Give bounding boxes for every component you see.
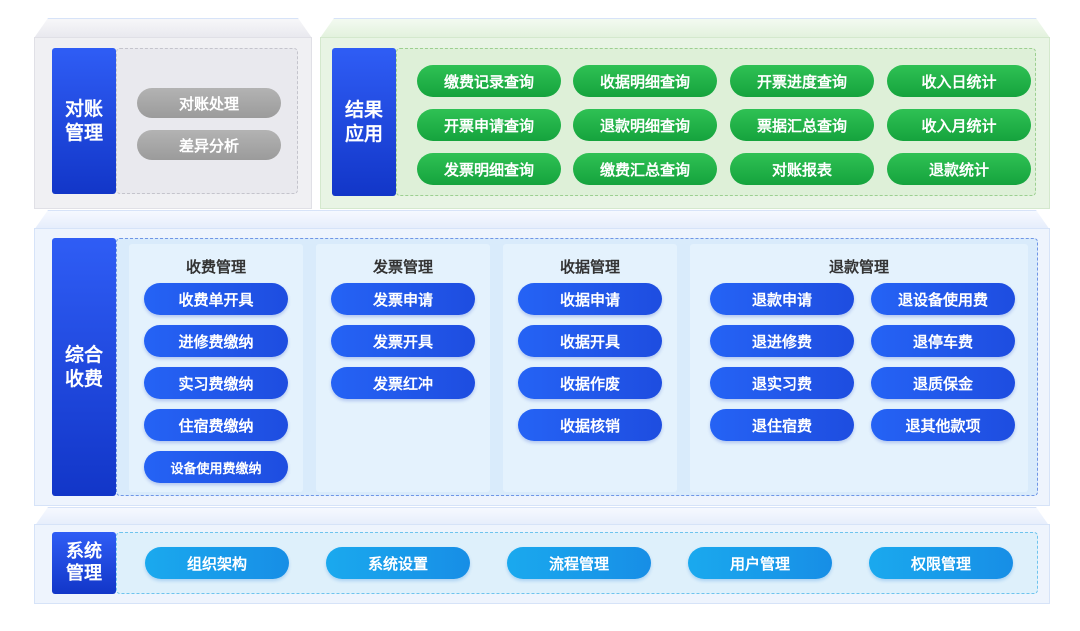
invoice-item-apply[interactable]: 发票申请 <box>331 283 475 315</box>
invoice-item-red-reverse[interactable]: 发票红冲 <box>331 367 475 399</box>
receipt-item-apply[interactable]: 收据申请 <box>518 283 662 315</box>
invoice-item-issue[interactable]: 发票开具 <box>331 325 475 357</box>
results-item-invoice-detail[interactable]: 发票明细查询 <box>417 153 561 185</box>
results-item-payment-records[interactable]: 缴费记录查询 <box>417 65 561 97</box>
fee-item-lodging-fee[interactable]: 住宿费缴纳 <box>144 409 288 441</box>
system-label: 系统 管理 <box>52 532 116 594</box>
reconciliation-label: 对账 管理 <box>52 48 116 194</box>
results-item-payment-summary[interactable]: 缴费汇总查询 <box>573 153 717 185</box>
fee-item-equipment-fee[interactable]: 设备使用费缴纳 <box>144 451 288 483</box>
receipt-item-void[interactable]: 收据作废 <box>518 367 662 399</box>
results-label: 结果 应用 <box>332 48 396 196</box>
results-item-reconciliation-report[interactable]: 对账报表 <box>730 153 874 185</box>
reconciliation-dashed-frame <box>116 48 298 194</box>
receipt-item-issue[interactable]: 收据开具 <box>518 325 662 357</box>
refund-item-lodging-fee[interactable]: 退住宿费 <box>710 409 854 441</box>
system-item-permissions[interactable]: 权限管理 <box>869 547 1013 579</box>
results-panel-cap <box>320 18 1050 38</box>
refund-item-other[interactable]: 退其他款项 <box>871 409 1015 441</box>
results-item-invoice-progress[interactable]: 开票进度查询 <box>730 65 874 97</box>
results-item-daily-income[interactable]: 收入日统计 <box>887 65 1031 97</box>
refund-item-apply[interactable]: 退款申请 <box>710 283 854 315</box>
comprehensive-label: 综合 收费 <box>52 238 116 496</box>
reconciliation-panel-cap <box>34 18 312 38</box>
comprehensive-panel-cap <box>34 210 1050 230</box>
fee-item-training-fee[interactable]: 进修费缴纳 <box>144 325 288 357</box>
results-item-invoice-summary[interactable]: 票据汇总查询 <box>730 109 874 141</box>
results-item-refund-stats[interactable]: 退款统计 <box>887 153 1031 185</box>
system-panel-cap <box>34 507 1050 527</box>
system-item-org[interactable]: 组织架构 <box>145 547 289 579</box>
refund-item-parking-fee[interactable]: 退停车费 <box>871 325 1015 357</box>
results-item-refund-detail[interactable]: 退款明细查询 <box>573 109 717 141</box>
fee-management-title: 收费管理 <box>185 258 246 276</box>
results-item-invoice-apply-query[interactable]: 开票申请查询 <box>417 109 561 141</box>
refund-item-deposit[interactable]: 退质保金 <box>871 367 1015 399</box>
fee-item-internship-fee[interactable]: 实习费缴纳 <box>144 367 288 399</box>
reconciliation-item-diff-analysis[interactable]: 差异分析 <box>137 130 281 160</box>
system-item-users[interactable]: 用户管理 <box>688 547 832 579</box>
system-item-workflow[interactable]: 流程管理 <box>507 547 651 579</box>
receipt-item-writeoff[interactable]: 收据核销 <box>518 409 662 441</box>
reconciliation-item-processing[interactable]: 对账处理 <box>137 88 281 118</box>
system-item-settings[interactable]: 系统设置 <box>326 547 470 579</box>
receipt-management-title: 收据管理 <box>559 258 620 276</box>
refund-management-title: 退款管理 <box>828 258 889 276</box>
results-item-monthly-income[interactable]: 收入月统计 <box>887 109 1031 141</box>
refund-item-equipment-fee[interactable]: 退设备使用费 <box>871 283 1015 315</box>
fee-item-bill-issue[interactable]: 收费单开具 <box>144 283 288 315</box>
refund-item-internship-fee[interactable]: 退实习费 <box>710 367 854 399</box>
refund-item-training-fee[interactable]: 退进修费 <box>710 325 854 357</box>
results-item-receipt-detail[interactable]: 收据明细查询 <box>573 65 717 97</box>
invoice-management-title: 发票管理 <box>372 258 433 276</box>
